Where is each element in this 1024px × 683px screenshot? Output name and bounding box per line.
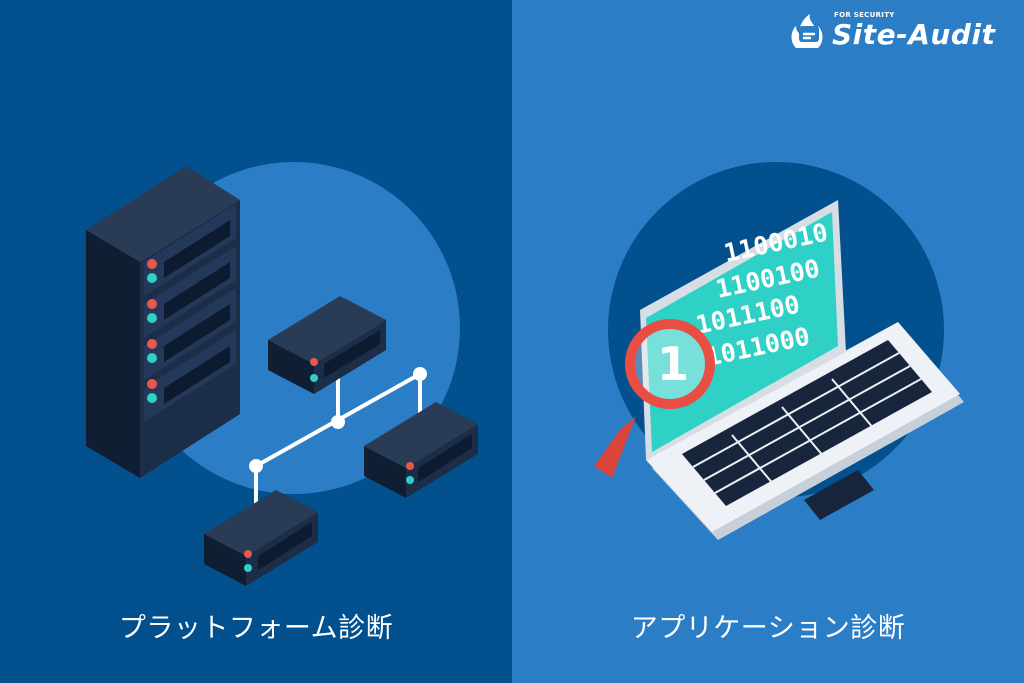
server-network-illustration [86, 162, 478, 586]
platform-diagnosis-panel: プラットフォーム診断 [0, 0, 512, 683]
network-switch-icon [268, 296, 386, 394]
application-diagnosis-panel: 1100010 1100100 1011100 1011000 1 アプリケーシ… [512, 0, 1024, 683]
svg-text:1: 1 [657, 337, 689, 391]
magnifying-glass-icon: 1 [594, 319, 715, 478]
laptop-icon [640, 200, 964, 540]
laptop-illustration: 1100010 1100100 1011100 1011000 1 [594, 162, 964, 540]
flame-shield-icon [791, 14, 823, 48]
application-diagnosis-caption: アプリケーション診断 [630, 613, 906, 644]
network-nodes [249, 367, 427, 473]
platform-diagnosis-caption: プラットフォーム診断 [118, 613, 394, 644]
server-rack-icon [86, 166, 240, 478]
network-switch-icon [364, 402, 478, 498]
site-audit-logo: FOR SECURITY Site-Audit [788, 10, 1010, 54]
brand-tagline: FOR SECURITY [834, 11, 895, 19]
brand-name: Site-Audit [832, 18, 996, 51]
network-switch-icon [204, 490, 318, 586]
